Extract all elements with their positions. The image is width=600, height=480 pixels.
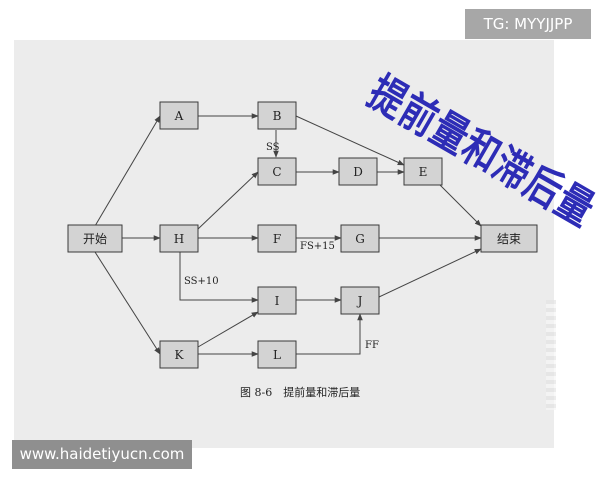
node-c: C bbox=[257, 157, 297, 186]
photo-edge-texture bbox=[546, 300, 556, 410]
node-e: E bbox=[403, 157, 443, 186]
node-b-label: B bbox=[273, 109, 282, 123]
node-d-label: D bbox=[353, 165, 363, 179]
node-b: B bbox=[257, 101, 297, 130]
website-badge: www.haidetiyucn.com bbox=[12, 440, 192, 469]
node-a: A bbox=[159, 101, 199, 130]
node-j-label: J bbox=[356, 294, 363, 308]
node-a-label: A bbox=[174, 109, 184, 123]
edge-e-end bbox=[439, 184, 482, 227]
edge-h-c bbox=[197, 171, 259, 230]
edge-l-j bbox=[296, 313, 363, 355]
lag-label-f-g: FS+15 bbox=[300, 241, 335, 252]
node-d: D bbox=[338, 157, 378, 186]
node-g: G bbox=[340, 224, 380, 253]
node-f-label: F bbox=[273, 232, 281, 246]
lag-label-b-c: SS bbox=[266, 142, 280, 153]
edge-start-a bbox=[94, 115, 161, 227]
node-start: 开始 bbox=[67, 224, 123, 253]
node-j: J bbox=[340, 286, 380, 315]
node-end: 结束 bbox=[480, 224, 538, 253]
edge-b-e bbox=[295, 115, 405, 166]
edge-j-end bbox=[378, 248, 482, 298]
node-start-label: 开始 bbox=[83, 232, 107, 246]
node-e-label: E bbox=[419, 165, 428, 179]
lag-label-h-i: SS+10 bbox=[184, 276, 219, 287]
node-i: I bbox=[257, 286, 297, 315]
figure-caption: 图 8-6 提前量和滞后量 bbox=[240, 385, 360, 399]
node-g-label: G bbox=[355, 232, 365, 246]
edges bbox=[94, 113, 482, 357]
edge-start-k bbox=[94, 251, 161, 355]
node-k: K bbox=[159, 340, 199, 369]
node-end-label: 结束 bbox=[497, 232, 521, 246]
node-l-label: L bbox=[273, 348, 281, 362]
edge-k-i bbox=[197, 311, 259, 348]
telegram-badge: TG: MYYJJPP bbox=[465, 9, 591, 39]
node-h-label: H bbox=[174, 232, 184, 246]
lag-label-l-j: FF bbox=[365, 340, 379, 351]
node-f: F bbox=[257, 224, 297, 253]
node-l: L bbox=[257, 340, 297, 369]
node-h: H bbox=[159, 224, 199, 253]
edge-h-i bbox=[179, 252, 259, 303]
node-c-label: C bbox=[272, 165, 281, 179]
node-k-label: K bbox=[175, 348, 185, 362]
node-i-label: I bbox=[275, 294, 280, 308]
